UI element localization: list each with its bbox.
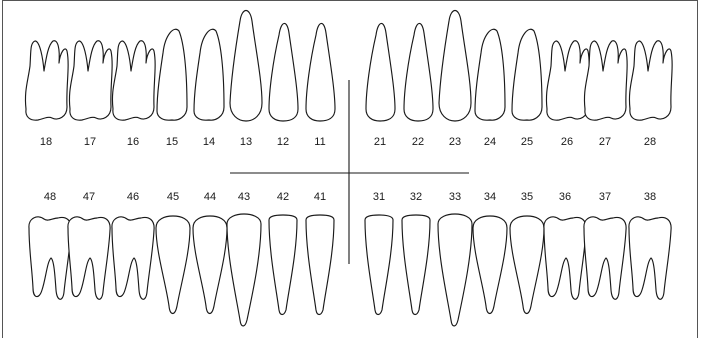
- tooth-outline-33: [438, 214, 472, 326]
- tooth-23: [439, 11, 471, 122]
- tooth-number-38: 38: [644, 191, 656, 203]
- tooth-number-28: 28: [644, 136, 656, 148]
- tooth-46: [112, 217, 154, 299]
- tooth-number-43: 43: [238, 191, 250, 203]
- tooth-26: [546, 41, 589, 120]
- tooth-outline-46: [112, 217, 154, 299]
- tooth-38: [629, 217, 671, 299]
- tooth-outline-27: [584, 41, 627, 120]
- tooth-18: [25, 41, 68, 120]
- tooth-number-11: 11: [314, 136, 325, 148]
- tooth-outline-38: [629, 217, 671, 299]
- tooth-outline-37: [584, 217, 626, 299]
- tooth-number-42: 42: [277, 191, 289, 203]
- tooth-number-41: 41: [314, 191, 326, 203]
- tooth-25: [512, 29, 542, 120]
- tooth-outline-48: [29, 217, 71, 299]
- tooth-33: [438, 214, 472, 326]
- tooth-number-47: 47: [83, 191, 95, 203]
- tooth-outline-18: [25, 41, 68, 120]
- tooth-17: [69, 41, 112, 120]
- tooth-number-18: 18: [40, 136, 52, 148]
- tooth-16: [112, 41, 155, 120]
- tooth-outline-16: [112, 41, 155, 120]
- tooth-number-26: 26: [561, 136, 573, 148]
- tooth-32: [402, 215, 430, 315]
- tooth-number-31: 31: [373, 191, 385, 203]
- tooth-41: [306, 215, 334, 315]
- tooth-outline-25: [512, 29, 542, 120]
- tooth-number-12: 12: [277, 136, 289, 148]
- tooth-number-17: 17: [84, 136, 96, 148]
- tooth-outline-35: [510, 216, 544, 314]
- tooth-21: [366, 23, 395, 121]
- tooth-number-44: 44: [204, 191, 216, 203]
- tooth-outline-36: [544, 217, 586, 299]
- tooth-outline-42: [269, 215, 297, 315]
- tooth-number-46: 46: [127, 191, 139, 203]
- tooth-outline-34: [473, 216, 507, 314]
- tooth-outline-21: [366, 23, 395, 121]
- tooth-number-23: 23: [449, 136, 461, 148]
- tooth-44: [193, 216, 227, 314]
- tooth-outline-17: [69, 41, 112, 120]
- tooth-42: [269, 215, 297, 315]
- tooth-outline-45: [156, 216, 190, 314]
- tooth-number-34: 34: [484, 191, 496, 203]
- tooth-outline-31: [365, 215, 393, 315]
- tooth-43: [227, 214, 261, 326]
- tooth-outline-11: [306, 23, 335, 121]
- tooth-number-35: 35: [521, 191, 533, 203]
- tooth-37: [584, 217, 626, 299]
- tooth-14: [194, 29, 224, 120]
- tooth-outline-14: [194, 29, 224, 120]
- tooth-28: [629, 41, 672, 120]
- tooth-outline-12: [269, 23, 298, 121]
- tooth-number-27: 27: [599, 136, 611, 148]
- tooth-47: [68, 217, 110, 299]
- tooth-45: [156, 216, 190, 314]
- tooth-24: [475, 29, 505, 120]
- tooth-35: [510, 216, 544, 314]
- tooth-number-24: 24: [484, 136, 496, 148]
- tooth-number-33: 33: [449, 191, 461, 203]
- tooth-outline-28: [629, 41, 672, 120]
- tooth-outline-41: [306, 215, 334, 315]
- tooth-number-36: 36: [559, 191, 571, 203]
- tooth-outline-15: [157, 29, 187, 120]
- tooth-outline-43: [227, 214, 261, 326]
- tooth-number-22: 22: [412, 136, 424, 148]
- tooth-number-13: 13: [240, 136, 252, 148]
- tooth-13: [230, 11, 262, 122]
- tooth-34: [473, 216, 507, 314]
- tooth-outline-24: [475, 29, 505, 120]
- tooth-27: [584, 41, 627, 120]
- tooth-number-37: 37: [599, 191, 611, 203]
- tooth-48: [29, 217, 71, 299]
- tooth-outline-23: [439, 11, 471, 122]
- tooth-number-14: 14: [203, 136, 215, 148]
- tooth-outline-32: [402, 215, 430, 315]
- tooth-number-32: 32: [410, 191, 422, 203]
- tooth-number-21: 21: [374, 136, 386, 148]
- tooth-number-labels: 18 17 16 15 14 13 12 11 21 22 23 24 25 26 27 28 48 47 46 45…: [40, 136, 656, 203]
- tooth-number-25: 25: [521, 136, 533, 148]
- tooth-22: [404, 23, 433, 121]
- tooth-number-45: 45: [167, 191, 179, 203]
- tooth-outline-47: [68, 217, 110, 299]
- tooth-outline-22: [404, 23, 433, 121]
- tooth-number-15: 15: [166, 136, 178, 148]
- tooth-outline-26: [546, 41, 589, 120]
- tooth-31: [365, 215, 393, 315]
- tooth-11: [306, 23, 335, 121]
- tooth-number-16: 16: [127, 136, 139, 148]
- tooth-outline-13: [230, 11, 262, 122]
- tooth-number-48: 48: [44, 191, 56, 203]
- tooth-36: [544, 217, 586, 299]
- tooth-outline-44: [193, 216, 227, 314]
- tooth-15: [157, 29, 187, 120]
- tooth-12: [269, 23, 298, 121]
